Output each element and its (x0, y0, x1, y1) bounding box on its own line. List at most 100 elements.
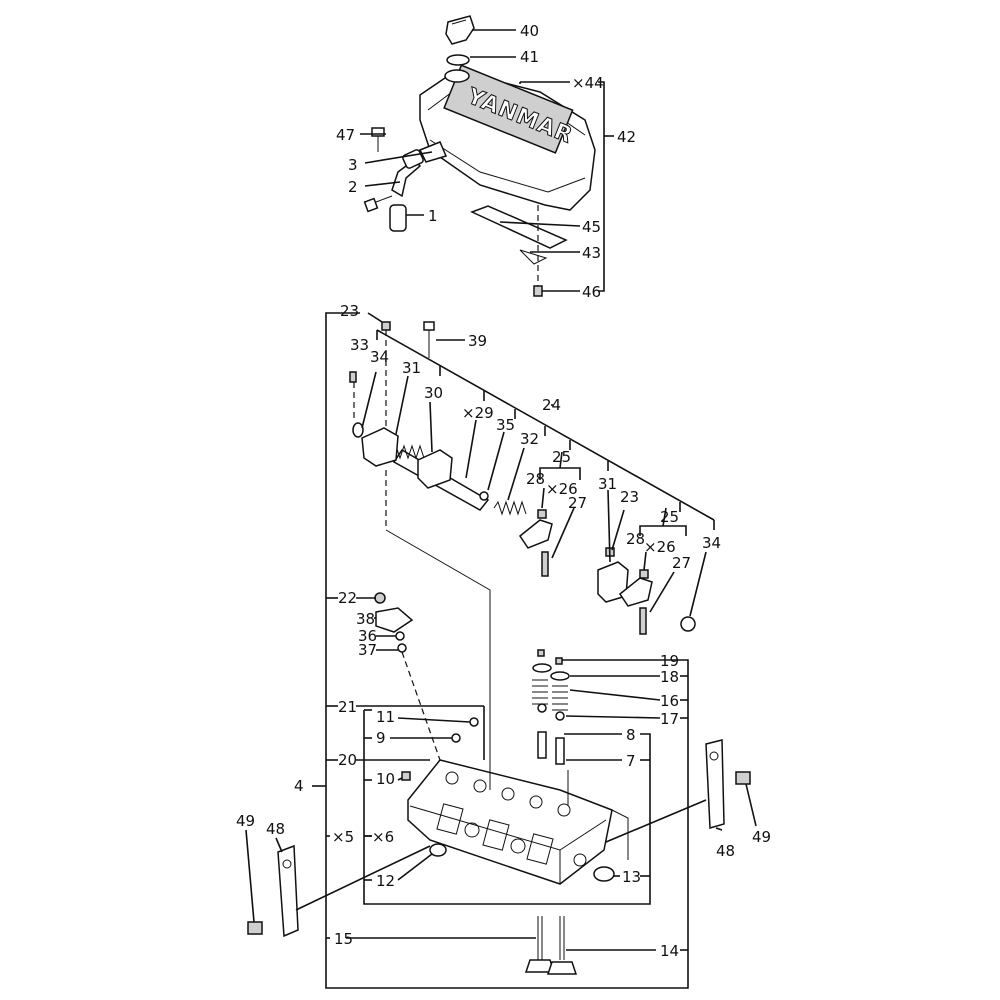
label-47: 47 (336, 126, 355, 144)
label-19: 19 (660, 652, 679, 670)
label-35: 35 (496, 416, 515, 434)
snap-ring-part-2 (680, 616, 696, 632)
label-22: 22 (338, 589, 357, 607)
nozzle-holder-plate-part (375, 607, 414, 633)
hanger-bolt-part-2 (735, 771, 751, 785)
adjusting-screw-part-2 (639, 607, 647, 635)
valve-cover-part: YANMAR (419, 64, 596, 211)
valve-guide-part (537, 731, 547, 759)
label-2: 2 (348, 178, 358, 196)
label-18: 18 (660, 668, 679, 686)
label-13: 13 (622, 868, 641, 886)
rocker-support-part-2 (417, 449, 453, 489)
rocker-arm-part-2 (618, 577, 653, 607)
rocker-bolt-part (381, 321, 391, 331)
valve-seal-part-2 (555, 711, 565, 721)
label-17: 17 (660, 710, 679, 728)
spacer-spring-part (493, 500, 527, 516)
long-bolt-part (423, 321, 435, 358)
label-37: 37 (358, 641, 377, 659)
seal-13-part (593, 866, 615, 882)
label-34a: 34 (370, 348, 389, 366)
label-34b: 34 (702, 534, 721, 552)
label-4: 4 (294, 777, 304, 795)
adjusting-screw-part (541, 551, 549, 577)
ring-35-part (479, 491, 489, 501)
bolt-part (371, 127, 385, 152)
label-29: ×29 (462, 404, 494, 422)
label-8: 8 (626, 726, 636, 744)
hanger-bolt-part (247, 921, 263, 935)
plug-12-part (429, 843, 447, 857)
label-6: ×6 (372, 828, 394, 846)
label-20: 20 (338, 751, 357, 769)
rocker-support-part (361, 427, 399, 467)
label-45: 45 (582, 218, 601, 236)
bolt-10-part (401, 771, 411, 781)
label-48a: 48 (266, 820, 285, 838)
lock-nut-part (537, 509, 547, 519)
label-27a: 27 (568, 494, 587, 512)
spring-retainer-part-2 (550, 671, 570, 681)
label-11: 11 (376, 708, 395, 726)
label-3: 3 (348, 156, 358, 174)
label-9: 9 (376, 729, 386, 747)
label-25b: 25 (660, 508, 679, 526)
snap-ring-part (352, 422, 364, 438)
label-27b: 27 (672, 554, 691, 572)
plate-part (519, 249, 548, 265)
label-7: 7 (626, 752, 636, 770)
cylinder-head-part (407, 759, 613, 885)
gasket-37-part (397, 643, 407, 653)
label-15: 15 (334, 930, 353, 948)
label-12: 12 (376, 872, 395, 890)
label-30: 30 (424, 384, 443, 402)
hanger-part-2 (705, 739, 725, 829)
gasket-part (470, 205, 568, 249)
plug-9-part (451, 733, 461, 743)
label-21: 21 (338, 698, 357, 716)
valve-spring-part (532, 679, 568, 711)
label-42: 42 (617, 128, 636, 146)
label-24: 24 (542, 396, 561, 414)
breather-hose-part (389, 141, 448, 232)
o-ring-part (446, 54, 470, 66)
valve-cotter-part-2 (555, 657, 563, 665)
label-26b: ×26 (644, 538, 676, 556)
label-23b: 23 (620, 488, 639, 506)
label-16: 16 (660, 692, 679, 710)
label-41: 41 (520, 48, 539, 66)
label-31b: 31 (598, 475, 617, 493)
spring-retainer-part (532, 663, 552, 673)
label-23a: 23 (340, 302, 359, 320)
label-33: 33 (350, 336, 369, 354)
label-28b: 28 (626, 530, 645, 548)
cylinder-head-group: 22 38 36 37 21 11 9 20 10 4 ×5 ×6 12 13 … (236, 312, 771, 989)
label-25a: 25 (552, 448, 571, 466)
intake-valve-part (524, 916, 556, 973)
washer-36-part (395, 631, 405, 641)
label-10: 10 (376, 770, 395, 788)
nut-part (374, 592, 386, 604)
label-28a: 28 (526, 470, 545, 488)
label-1: 1 (428, 207, 438, 225)
cap-nut-part (533, 285, 543, 297)
label-14: 14 (660, 942, 679, 960)
label-40: 40 (520, 22, 539, 40)
label-44: ×44 (572, 74, 604, 92)
label-46: 46 (582, 283, 601, 301)
label-36: 36 (358, 627, 377, 645)
lock-nut-part-2 (639, 569, 649, 579)
label-49b: 49 (752, 828, 771, 846)
label-5: ×5 (332, 828, 354, 846)
plug-11-part (469, 717, 479, 727)
plug-pin-part (349, 371, 357, 383)
valve-seal-part (537, 703, 547, 713)
clamp-bolt-part (363, 195, 393, 213)
label-48b: 48 (716, 842, 735, 860)
label-31a: 31 (402, 359, 421, 377)
label-38: 38 (356, 610, 375, 628)
oil-filler-cap-part (445, 15, 475, 45)
exhaust-valve-part (546, 916, 578, 975)
